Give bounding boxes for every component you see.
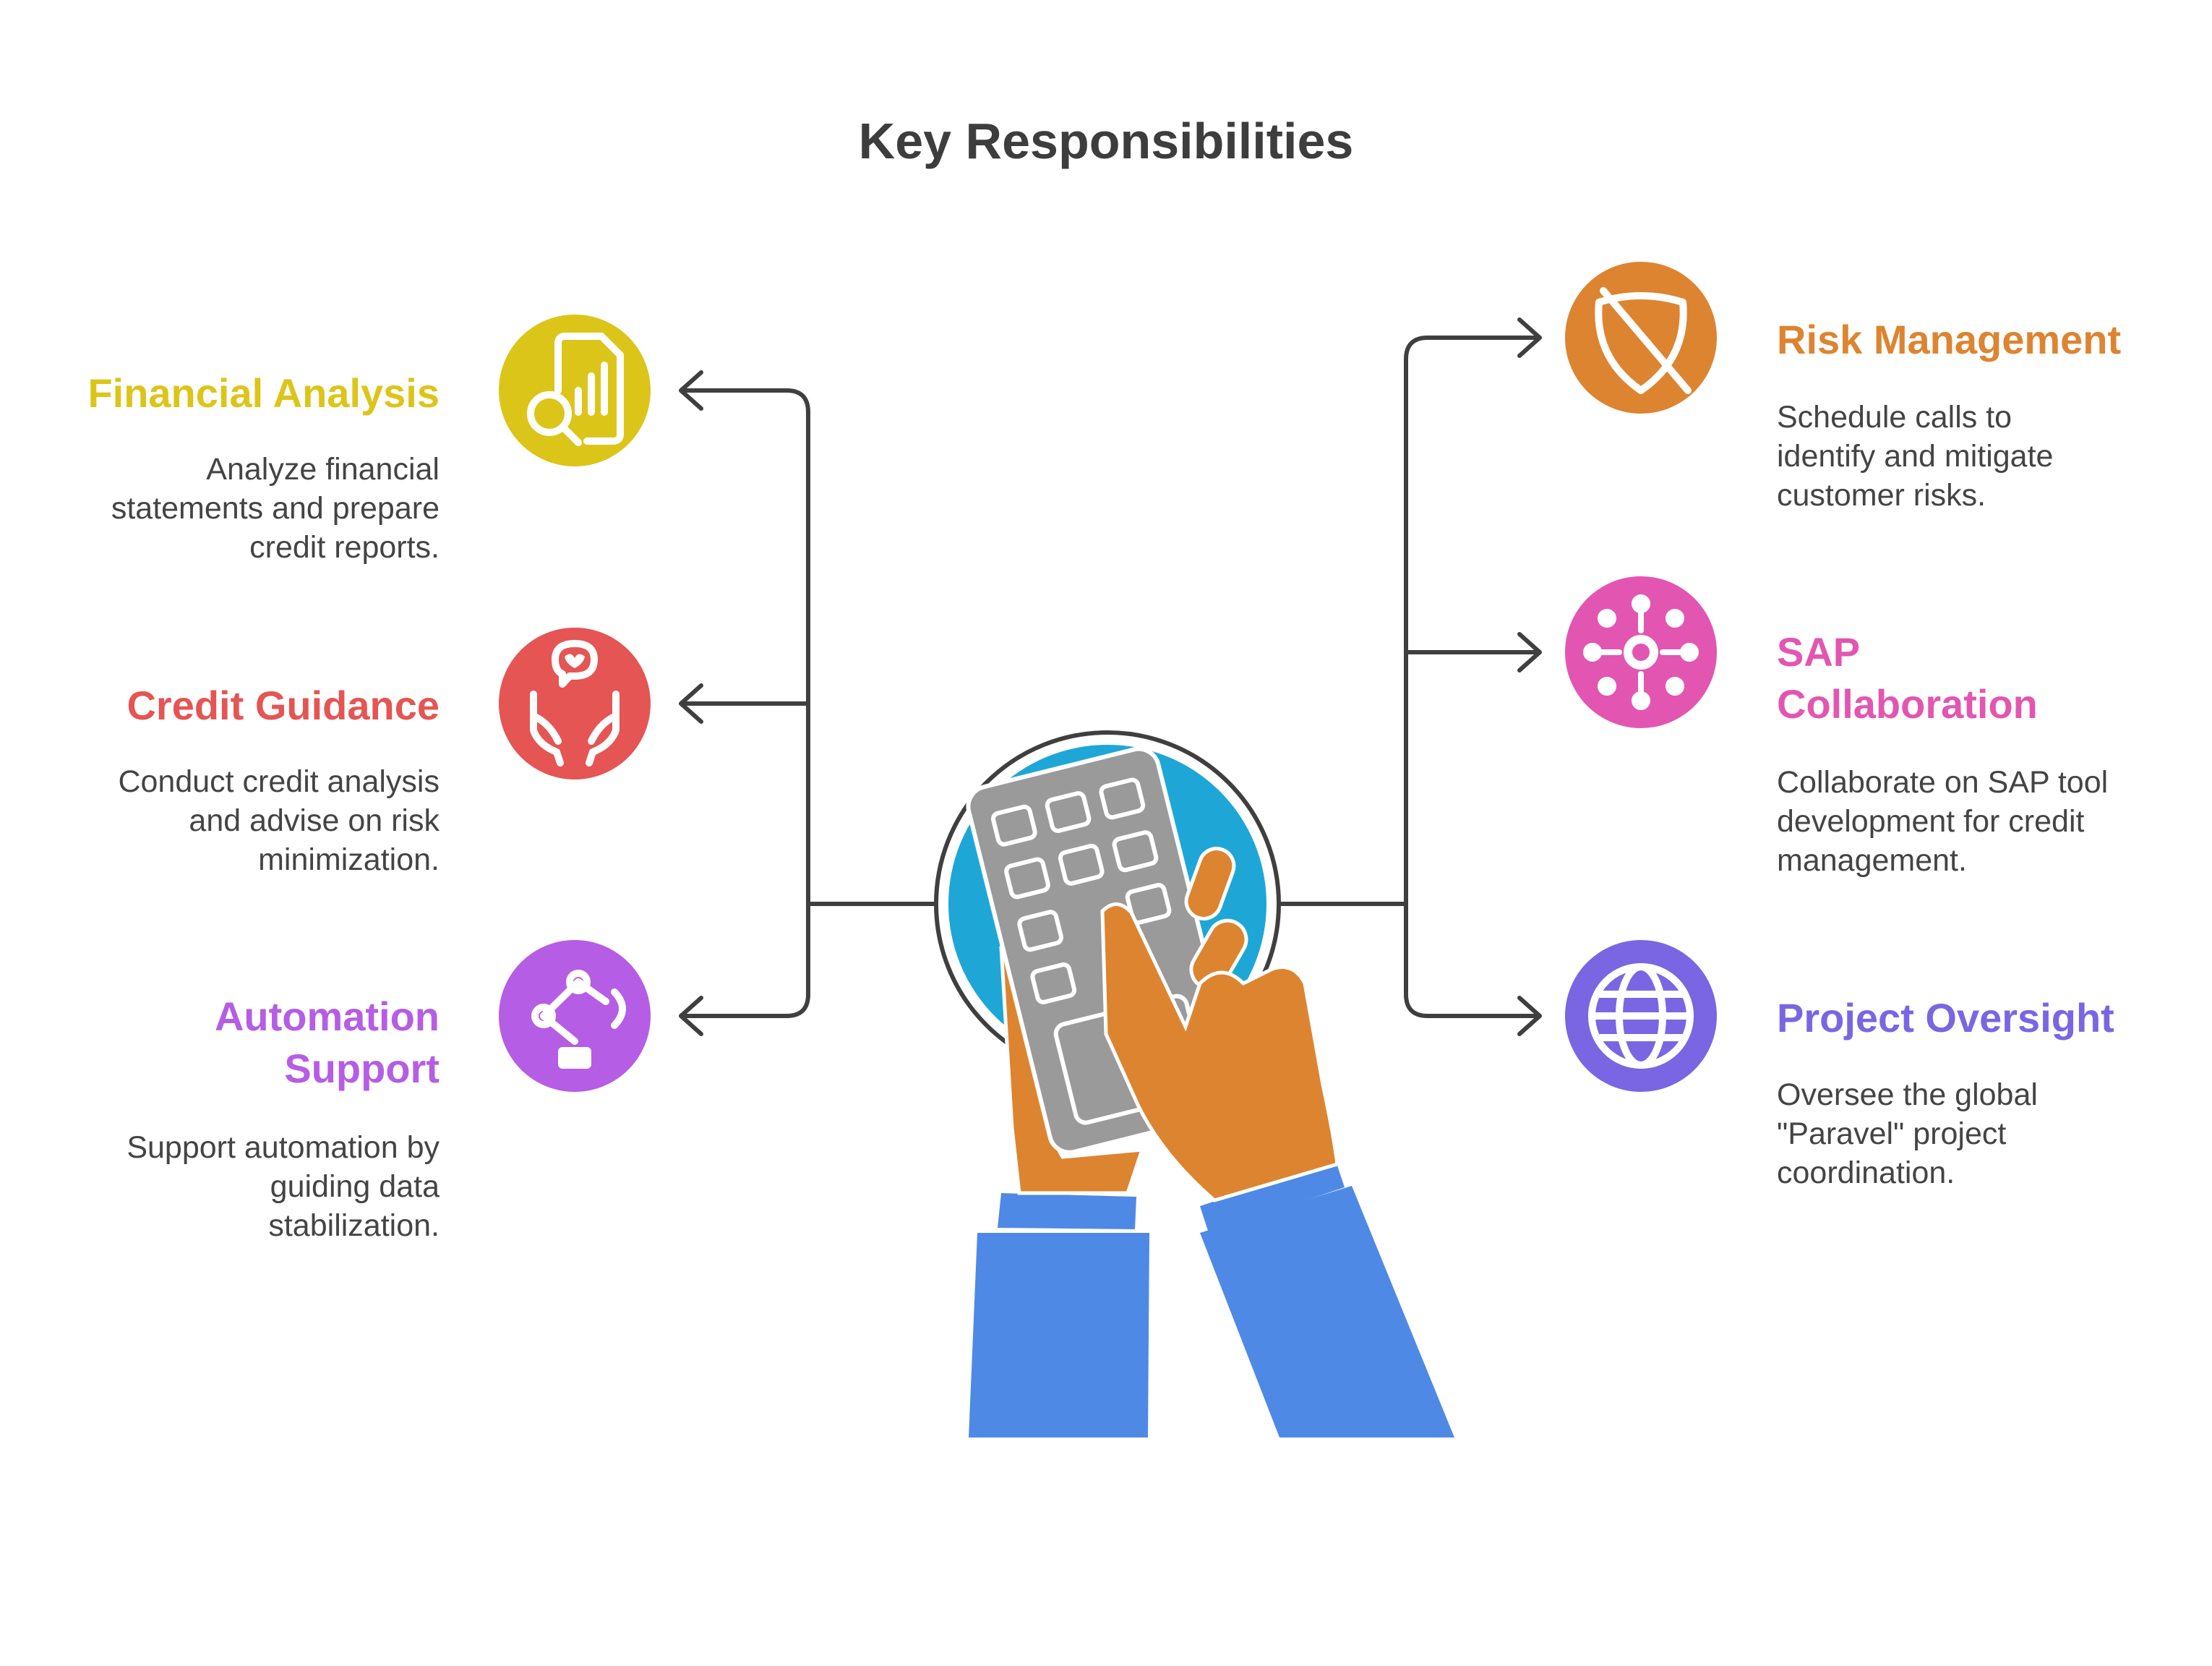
icon-risk-management bbox=[1565, 262, 1717, 414]
desc-line: customer risks. bbox=[1777, 478, 1986, 513]
left-cuff-icon bbox=[998, 1193, 1136, 1229]
icon-project-oversight bbox=[1565, 940, 1717, 1092]
icon-automation-support bbox=[499, 940, 651, 1092]
connector-left-trunk bbox=[681, 388, 938, 1018]
icon-financial-analysis bbox=[499, 315, 651, 466]
icon-credit-guidance bbox=[499, 628, 651, 779]
desc-line: guiding data bbox=[270, 1169, 440, 1204]
label-risk-management: Risk Management bbox=[1777, 317, 2122, 362]
label-automation-support: Automation Support bbox=[215, 991, 440, 1095]
label-credit-guidance: Credit Guidance bbox=[127, 683, 440, 728]
label-line: Automation bbox=[214, 994, 440, 1039]
connector-lines bbox=[679, 317, 1542, 1036]
desc-financial-analysis: Analyze financial statements and prepare… bbox=[111, 450, 440, 567]
desc-line: development for credit bbox=[1777, 804, 2085, 839]
shield-off-icon bbox=[1595, 287, 1692, 394]
desc-automation-support: Support automation by guiding data stabi… bbox=[127, 1128, 440, 1245]
arrowhead-project-oversight bbox=[1517, 996, 1542, 1036]
desc-line: identify and mitigate bbox=[1777, 439, 2054, 474]
network-gear-icon bbox=[1583, 594, 1699, 710]
label-line: Support bbox=[284, 1046, 440, 1091]
page-title: Key Responsibilities bbox=[858, 113, 1354, 169]
globe-icon bbox=[1588, 963, 1694, 1069]
document-search-icon bbox=[527, 333, 624, 446]
desc-line: Conduct credit analysis bbox=[118, 764, 440, 799]
heart-hands-icon bbox=[530, 640, 620, 766]
desc-risk-management: Schedule calls to identify and mitigate … bbox=[1777, 398, 2053, 515]
desc-line: credit reports. bbox=[249, 530, 440, 565]
icon-sap-collaboration bbox=[1565, 576, 1717, 728]
desc-sap-collaboration: Collaborate on SAP tool development for … bbox=[1777, 763, 2108, 880]
connector-right-trunk bbox=[1274, 336, 1538, 1018]
desc-project-oversight: Oversee the global "Paravel" project coo… bbox=[1777, 1075, 2038, 1192]
desc-line: Analyze financial bbox=[206, 452, 440, 487]
desc-line: minimization. bbox=[258, 842, 440, 877]
right-hand-icon bbox=[1100, 847, 1339, 1202]
label-line: Collaboration bbox=[1777, 681, 2038, 727]
desc-line: Support automation by bbox=[127, 1130, 440, 1165]
desc-line: coordination. bbox=[1777, 1155, 1955, 1190]
desc-line: management. bbox=[1777, 843, 1967, 878]
label-sap-collaboration: SAP Collaboration bbox=[1777, 626, 2038, 730]
arrowhead-credit-guidance bbox=[679, 683, 703, 724]
desc-line: Oversee the global bbox=[1777, 1077, 2038, 1112]
label-project-oversight: Project Oversight bbox=[1777, 995, 2114, 1041]
arrowhead-automation-support bbox=[679, 996, 703, 1036]
left-sleeve-icon bbox=[969, 1233, 1149, 1438]
desc-credit-guidance: Conduct credit analysis and advise on ri… bbox=[118, 762, 440, 879]
right-cuff-icon bbox=[1200, 1161, 1345, 1233]
desc-line: and advise on risk bbox=[189, 803, 440, 838]
desc-line: Schedule calls to bbox=[1777, 400, 2012, 435]
desc-line: "Paravel" project bbox=[1777, 1116, 2007, 1151]
label-line: SAP bbox=[1777, 629, 1861, 675]
arrowhead-financial-analysis bbox=[679, 370, 703, 411]
desc-line: stabilization. bbox=[268, 1208, 440, 1243]
right-sleeve-icon bbox=[1200, 1186, 1454, 1438]
label-financial-analysis: Financial Analysis bbox=[87, 370, 440, 416]
central-illustration bbox=[934, 730, 1454, 1438]
arrowhead-sap-collaboration bbox=[1517, 632, 1542, 672]
robot-arm-icon bbox=[531, 970, 626, 1045]
desc-line: Collaborate on SAP tool bbox=[1777, 765, 2109, 800]
desc-line: statements and prepare bbox=[111, 491, 440, 526]
arrowhead-risk-management bbox=[1517, 317, 1542, 358]
